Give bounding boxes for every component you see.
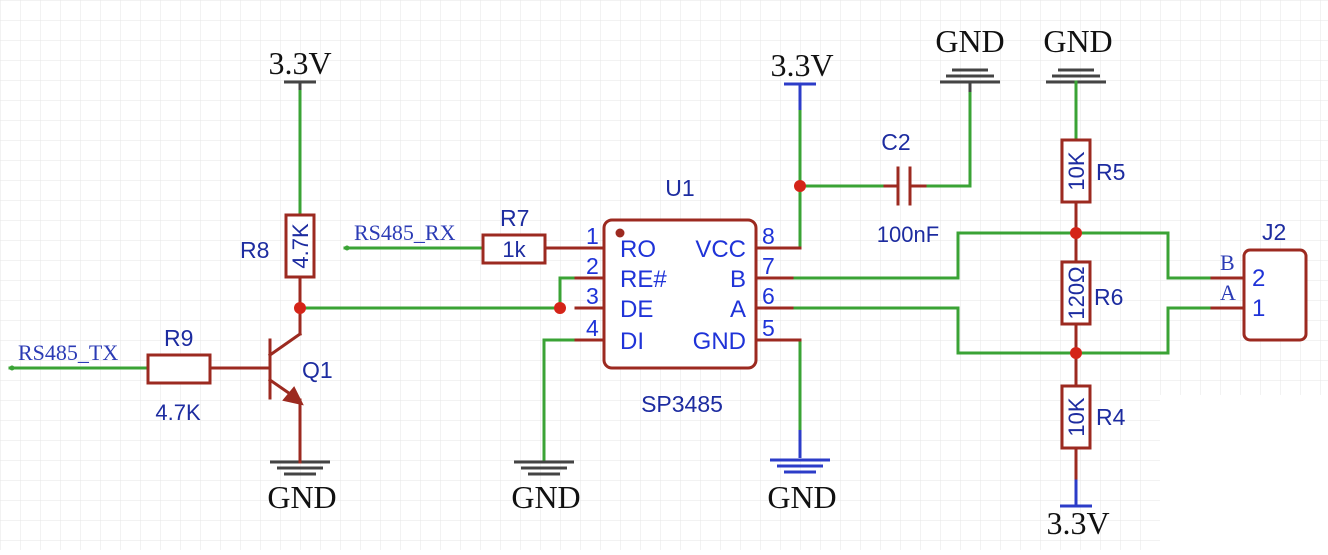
value-label-r4: 10K xyxy=(1064,397,1089,436)
pin-number-2: 2 xyxy=(586,253,599,279)
net-label-rs485-rx: RS485_RX xyxy=(354,220,456,245)
pin-number-5: 5 xyxy=(762,315,775,341)
gnd-label: GND xyxy=(935,23,1004,59)
gnd-label: GND xyxy=(511,479,580,515)
junction-dot xyxy=(794,180,806,192)
pin-number-6: 6 xyxy=(762,283,775,309)
junction-dot xyxy=(294,302,306,314)
value-label-r7: 1k xyxy=(502,237,526,262)
gnd-symbol-q1: GND xyxy=(267,460,337,515)
wires xyxy=(8,86,1214,462)
ic-u1: U1 SP3485 1 2 3 4 RO RE# DE DI 8 7 6 5 V… xyxy=(574,175,802,417)
ref-label-r8: R8 xyxy=(240,237,269,263)
pin-name-di: DI xyxy=(620,328,644,355)
ref-label-r4: R4 xyxy=(1096,404,1126,430)
resistor-r7: R7 1k xyxy=(481,205,602,265)
power-3v3-r4: 3.3V xyxy=(1046,478,1110,541)
net-end-dot xyxy=(9,365,15,371)
gnd-label: GND xyxy=(767,479,836,515)
resistor-r4: R4 10K xyxy=(1060,351,1126,480)
ref-label-r7: R7 xyxy=(500,205,529,231)
pin-name-b: B xyxy=(730,266,746,293)
power-label-3v3: 3.3V xyxy=(1046,505,1109,541)
j2-label-a: A xyxy=(1220,280,1236,305)
j2-label-b: B xyxy=(1220,250,1235,275)
value-label-c2: 100nF xyxy=(877,222,939,247)
gnd-symbol-r5: GND xyxy=(1043,23,1113,142)
net-label-rs485-tx: RS485_TX xyxy=(18,340,118,365)
ref-label-q1: Q1 xyxy=(302,357,333,383)
pin-number-8: 8 xyxy=(762,223,775,249)
junction-dot xyxy=(1070,227,1082,239)
pin-name-vcc: VCC xyxy=(695,236,746,263)
power-label-3v3: 3.3V xyxy=(268,45,331,81)
j2-pin-2: 2 xyxy=(1252,265,1265,292)
value-label-r9: 4.7K xyxy=(155,400,201,425)
value-label-r6: 120Ω xyxy=(1064,266,1089,319)
value-label-r8: 4.7K xyxy=(288,223,313,269)
pin-name-re: RE# xyxy=(620,266,667,293)
power-label-3v3: 3.3V xyxy=(770,47,833,83)
gnd-label: GND xyxy=(267,479,336,515)
net-end-dot xyxy=(344,245,350,251)
pin-number-1: 1 xyxy=(586,223,599,249)
pin-name-de: DE xyxy=(620,296,653,323)
resistor-r5: R5 10K xyxy=(1060,138,1125,235)
ref-label-r9: R9 xyxy=(164,325,193,351)
junctions xyxy=(294,180,1082,359)
gnd-symbol-c2: GND xyxy=(935,23,1005,92)
capacitor-c2: C2 100nF xyxy=(877,129,939,247)
gnd-symbol-u1: GND xyxy=(767,430,837,515)
transistor-q1: Q1 xyxy=(267,306,333,464)
power-3v3-r8: 3.3V xyxy=(268,45,332,90)
gnd-label: GND xyxy=(1043,23,1112,59)
connector-j2: J2 2 1 B A xyxy=(1210,219,1308,342)
ref-label-r6: R6 xyxy=(1094,284,1123,310)
ref-label-c2: C2 xyxy=(881,129,910,155)
power-3v3-u1: 3.3V xyxy=(770,47,834,110)
ref-label-r5: R5 xyxy=(1096,159,1125,185)
pin-name-gnd: GND xyxy=(693,328,746,355)
part-label-u1: SP3485 xyxy=(641,391,723,417)
blank-region xyxy=(1160,395,1328,550)
gnd-symbol-di: GND xyxy=(511,460,581,515)
value-label-r5: 10K xyxy=(1064,151,1089,190)
pin-number-4: 4 xyxy=(586,315,599,341)
pin-number-3: 3 xyxy=(586,283,599,309)
ref-label-j2: J2 xyxy=(1262,219,1286,245)
pin-name-a: A xyxy=(730,296,746,323)
junction-dot xyxy=(554,302,566,314)
pin-name-ro: RO xyxy=(620,236,656,263)
pin-number-7: 7 xyxy=(762,253,775,279)
resistor-r9: R9 4.7K xyxy=(146,325,272,425)
j2-pin-1: 1 xyxy=(1252,295,1265,322)
junction-dot xyxy=(1070,347,1082,359)
ref-label-u1: U1 xyxy=(665,175,694,201)
